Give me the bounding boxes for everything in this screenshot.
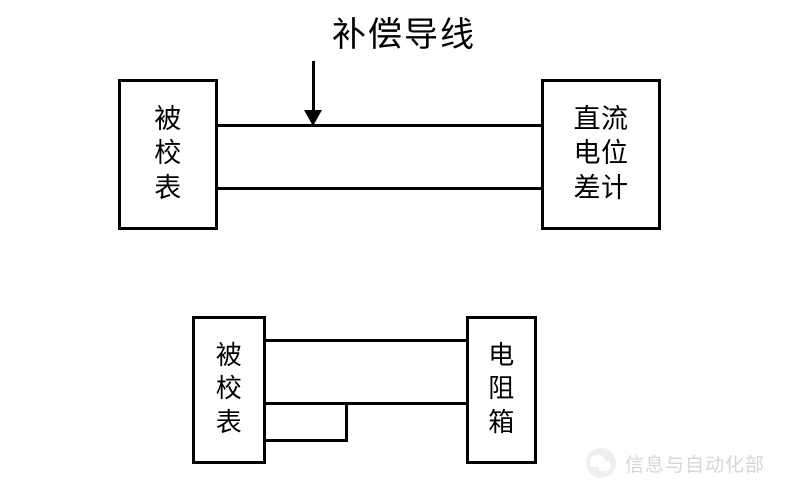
top-lower-wire	[216, 187, 543, 190]
top-upper-wire	[216, 124, 543, 127]
wechat-logo-icon	[586, 448, 616, 478]
bottom-middle-wire	[264, 402, 468, 405]
watermark: 信息与自动化部	[586, 448, 765, 478]
bottom-upper-wire	[264, 339, 468, 342]
resistance-box: 电 阻 箱	[466, 316, 537, 464]
dc-potentiometer-box: 直流 电位 差计	[541, 79, 661, 230]
watermark-text: 信息与自动化部	[625, 453, 766, 476]
bottom-tested-meter-box: 被 校 表	[192, 316, 266, 464]
compensation-wire-arrow-shaft	[312, 61, 315, 113]
top-tested-meter-box: 被 校 表	[118, 79, 218, 230]
compensation-wire-caption: 补偿导线	[332, 15, 476, 55]
bottom-jumper-vertical-wire	[345, 402, 348, 442]
bottom-jumper-wire	[264, 439, 348, 442]
compensation-wire-arrow-head-icon	[304, 110, 322, 126]
